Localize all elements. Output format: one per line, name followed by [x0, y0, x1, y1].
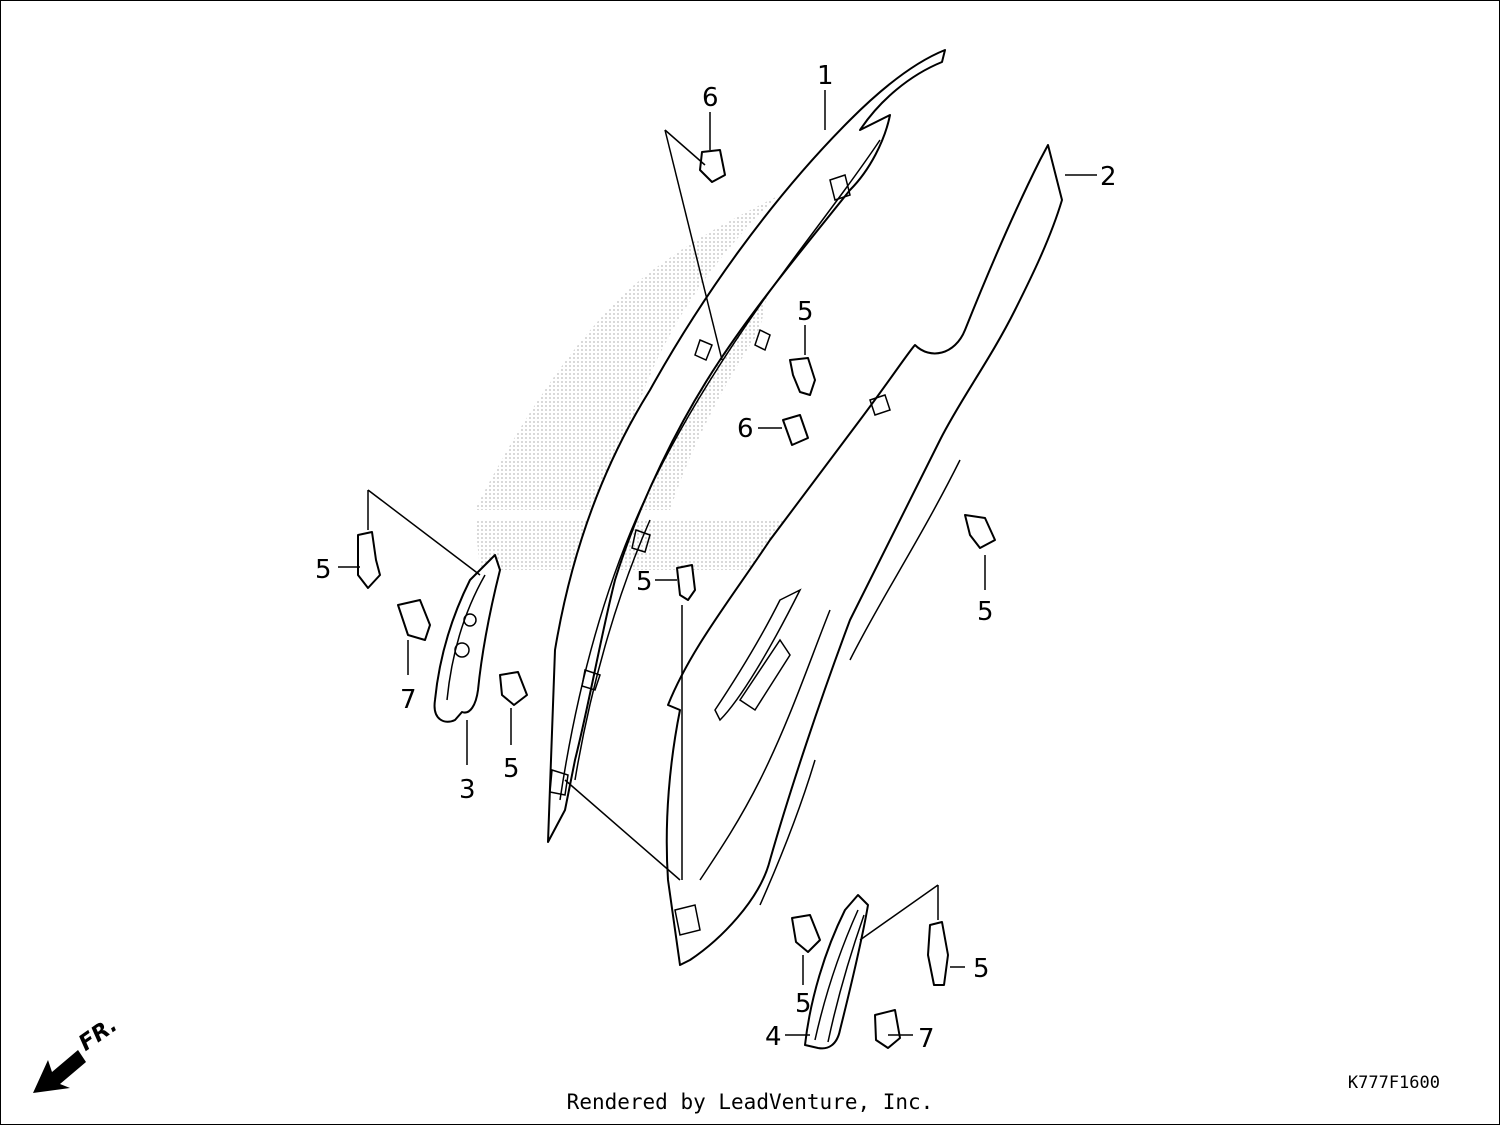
clip-fasteners — [357, 149, 996, 1049]
callout-5-right: 5 — [977, 597, 994, 627]
bracket-left-part — [433, 554, 501, 723]
callout-6-mid: 6 — [737, 414, 754, 444]
callout-7-bottom: 7 — [918, 1024, 935, 1054]
callout-4: 4 — [765, 1022, 782, 1052]
callout-7-left: 7 — [400, 685, 417, 715]
callout-5-left: 5 — [315, 555, 332, 585]
callout-5-bottom-right: 5 — [973, 954, 990, 984]
callout-5-lower-left: 5 — [503, 754, 520, 784]
callout-1: 1 — [817, 61, 834, 91]
callout-3: 3 — [459, 775, 476, 805]
callout-6-top: 6 — [702, 83, 719, 113]
callout-5-bottom: 5 — [795, 989, 812, 1019]
front-direction-arrow-icon — [33, 1050, 86, 1093]
callout-5-upper: 5 — [797, 297, 814, 327]
leader-lines — [338, 90, 1097, 1036]
side-cover-main-part — [665, 144, 1063, 966]
callout-5-center: 5 — [636, 567, 653, 597]
bracket-bottom-part — [804, 894, 869, 1050]
diagram-code: K777F1600 — [1347, 1073, 1440, 1093]
side-cover-upper-part — [547, 49, 946, 843]
footer-credit: Rendered by LeadVenture, Inc. — [566, 1090, 934, 1114]
callout-2: 2 — [1100, 162, 1117, 192]
